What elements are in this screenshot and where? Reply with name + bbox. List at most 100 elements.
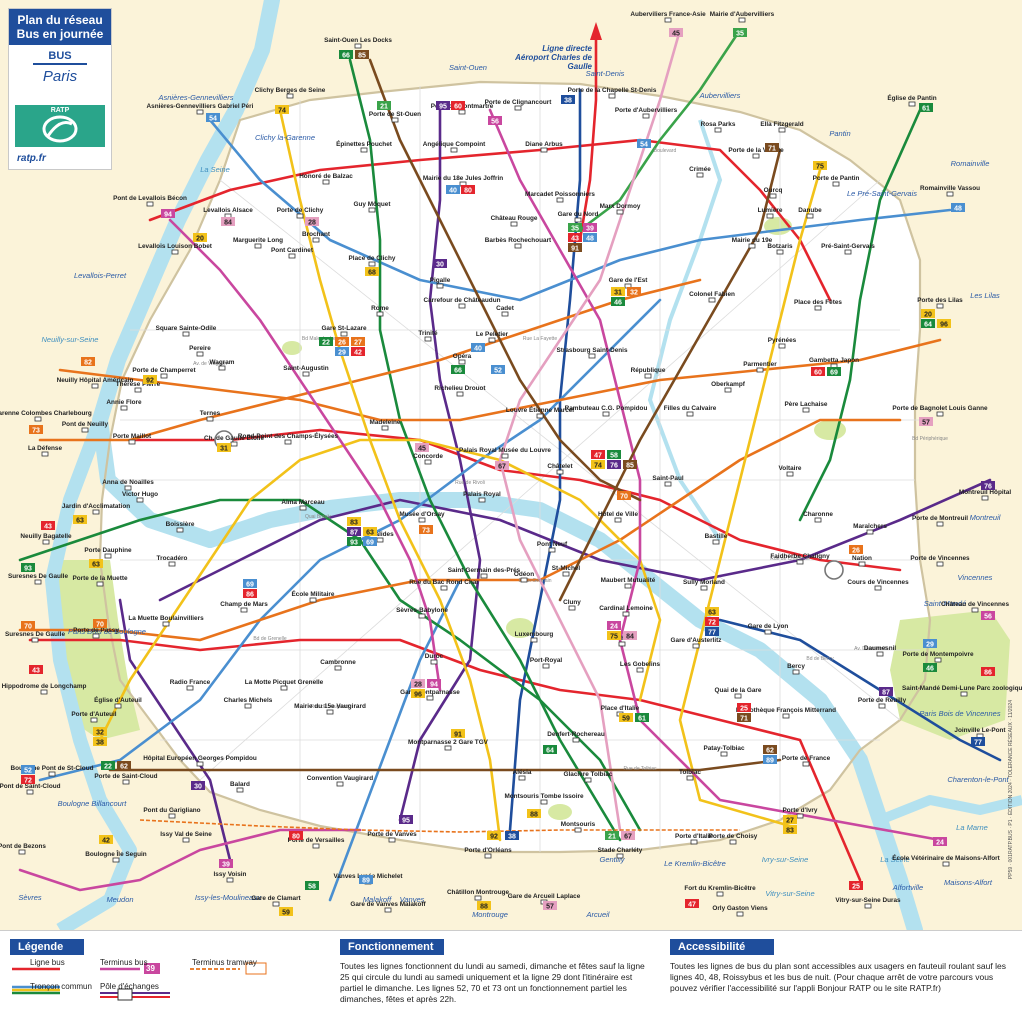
line-badge-83[interactable]: 83 xyxy=(783,825,797,834)
line-badge-31[interactable]: 31 xyxy=(217,443,231,452)
line-badge-92[interactable]: 92 xyxy=(487,831,501,840)
line-badge-box[interactable] xyxy=(446,185,460,194)
stop-pont-de-levallois-becon[interactable]: Pont de Levallois Bécon xyxy=(113,195,187,207)
line-badge-70[interactable]: 70 xyxy=(93,619,107,628)
stop-marker[interactable] xyxy=(480,573,488,579)
stop-marker[interactable] xyxy=(368,207,376,213)
line-badge-box[interactable] xyxy=(461,185,475,194)
line-badge-box[interactable] xyxy=(635,713,649,722)
stop-marker[interactable] xyxy=(244,703,252,709)
stop-maubert-mutualite[interactable]: Maubert Mutualité xyxy=(601,577,656,589)
stop-marker[interactable] xyxy=(584,777,592,783)
line-badge-box[interactable] xyxy=(951,203,965,212)
line-badge-91[interactable]: 91 xyxy=(568,243,582,252)
stop-hotel-de-ville[interactable]: Hôtel de Ville xyxy=(598,511,638,523)
stop-victor-hugo[interactable]: Victor Hugo xyxy=(122,491,158,503)
stop-marker[interactable] xyxy=(120,405,128,411)
stop-marker[interactable] xyxy=(326,709,334,715)
line-badge-26[interactable]: 26 xyxy=(335,337,349,346)
stop-marker[interactable] xyxy=(40,689,48,695)
stop-gare-de-vanves-malakoff[interactable]: Gare de Vanves Malakoff xyxy=(350,901,427,913)
line-badge-box[interactable] xyxy=(363,527,377,536)
stop-vitry-sur-seine-duras[interactable]: Vitry-sur-Seine Duras xyxy=(835,897,901,909)
line-badge-box[interactable] xyxy=(29,425,43,434)
stop-marker[interactable] xyxy=(182,837,190,843)
stop-danube[interactable]: Danube xyxy=(798,207,822,219)
line-badge-75[interactable]: 75 xyxy=(813,161,827,170)
line-badge-box[interactable] xyxy=(305,217,319,226)
stop-marker[interactable] xyxy=(124,485,132,491)
stop-rue-du-bac-rond-char[interactable]: Rue du Bac Rond Char xyxy=(409,579,479,591)
stop-marker[interactable] xyxy=(756,367,764,373)
line-badge-93[interactable]: 93 xyxy=(347,537,361,546)
line-badge-box[interactable] xyxy=(193,233,207,242)
stop-marker[interactable] xyxy=(340,331,348,337)
line-badge-box[interactable] xyxy=(359,875,373,884)
line-badge-box[interactable] xyxy=(217,443,231,452)
stop-pigalle[interactable]: Pigalle xyxy=(430,277,451,289)
line-badge-box[interactable] xyxy=(971,737,985,746)
stop-porte-d-auteuil[interactable]: Porte d'Auteuil xyxy=(71,711,117,723)
stop-porte-de-clichy[interactable]: Porte de Clichy xyxy=(277,207,324,219)
line-badge-94[interactable]: 94 xyxy=(161,209,175,218)
stop-strasbourg-saint-denis[interactable]: Strasbourg Saint-Denis xyxy=(556,347,628,359)
stop-marker[interactable] xyxy=(136,497,144,503)
stop-gare-de-clamart[interactable]: Gare de Clamart xyxy=(251,895,302,907)
stop-marker[interactable] xyxy=(81,427,89,433)
stop-marker[interactable] xyxy=(692,643,700,649)
stop-honore-de-balzac[interactable]: Honoré de Balzac xyxy=(299,173,353,185)
line-badge-box[interactable] xyxy=(765,143,779,152)
stop-neuilly-bagatelle[interactable]: Neuilly Bagatelle xyxy=(20,533,72,545)
stop-marker[interactable] xyxy=(484,853,492,859)
stop-marker[interactable] xyxy=(196,761,204,767)
line-badge-93[interactable]: 93 xyxy=(21,563,35,572)
line-badge-box[interactable] xyxy=(505,831,519,840)
stop-cambronne[interactable]: Cambronne xyxy=(320,659,356,671)
stop-marker[interactable] xyxy=(946,191,954,197)
stop-romainville-vassou[interactable]: Romainville Vassou xyxy=(920,185,980,197)
stop-botzaris[interactable]: Botzaris xyxy=(767,243,793,255)
stop-louvre-etienne-marcel[interactable]: Louvre Étienne Marcel xyxy=(506,405,574,419)
stop-marker[interactable] xyxy=(474,895,482,901)
stop-marker[interactable] xyxy=(752,153,760,159)
line-badge-box[interactable] xyxy=(737,713,751,722)
line-badge-25[interactable]: 25 xyxy=(849,881,863,890)
stop-pereire[interactable]: Pereire xyxy=(189,345,211,357)
stop-marker[interactable] xyxy=(572,737,580,743)
stop-mairie-du-15e-vaugirard[interactable]: Mairie du 15e Vaugirard xyxy=(294,703,366,715)
stop-marker[interactable] xyxy=(226,877,234,883)
stop-marker[interactable] xyxy=(814,305,822,311)
stop-marker[interactable] xyxy=(322,179,330,185)
stop-marker[interactable] xyxy=(866,529,874,535)
stop-marker[interactable] xyxy=(26,789,34,795)
line-badge-box[interactable] xyxy=(363,537,377,546)
line-badge-39[interactable]: 39 xyxy=(583,223,597,232)
line-badge-71[interactable]: 71 xyxy=(737,713,751,722)
stop-radio-france[interactable]: Radio France xyxy=(170,679,211,691)
stop-hopital-europeen-georges-pompidou[interactable]: Hôpital Européen Georges Pompidou xyxy=(143,755,257,767)
stop-marker[interactable] xyxy=(48,771,56,777)
line-badge-28[interactable]: 28 xyxy=(305,217,319,226)
line-badge-box[interactable] xyxy=(849,545,863,554)
stop-marker[interactable] xyxy=(280,685,288,691)
stop-marker[interactable] xyxy=(664,17,672,23)
line-badge-box[interactable] xyxy=(289,831,303,840)
line-badge-box[interactable] xyxy=(923,663,937,672)
line-badge-72[interactable]: 72 xyxy=(705,617,719,626)
line-badge-box[interactable] xyxy=(221,217,235,226)
stop-place-des-fetes[interactable]: Place des Fêtes xyxy=(794,299,842,311)
stop-marker[interactable] xyxy=(230,441,238,447)
line-badge-52[interactable]: 52 xyxy=(21,765,35,774)
stop-porte-de-clignancourt[interactable]: Porte de Clignancourt xyxy=(485,99,553,111)
stop-wagram[interactable]: Wagram xyxy=(210,359,235,371)
stop-alesia[interactable]: Alésia xyxy=(513,769,532,781)
line-badge-box[interactable] xyxy=(491,365,505,374)
line-badge-46[interactable]: 46 xyxy=(923,663,937,672)
line-badge-box[interactable] xyxy=(827,367,841,376)
stop-le-peletier[interactable]: Le Peletier xyxy=(476,331,509,343)
stop-champ-de-mars[interactable]: Champ de Mars xyxy=(220,601,268,613)
line-badge-box[interactable] xyxy=(737,703,751,712)
stop-marker[interactable] xyxy=(644,373,652,379)
line-badge-box[interactable] xyxy=(355,50,369,59)
line-badge-box[interactable] xyxy=(243,589,257,598)
